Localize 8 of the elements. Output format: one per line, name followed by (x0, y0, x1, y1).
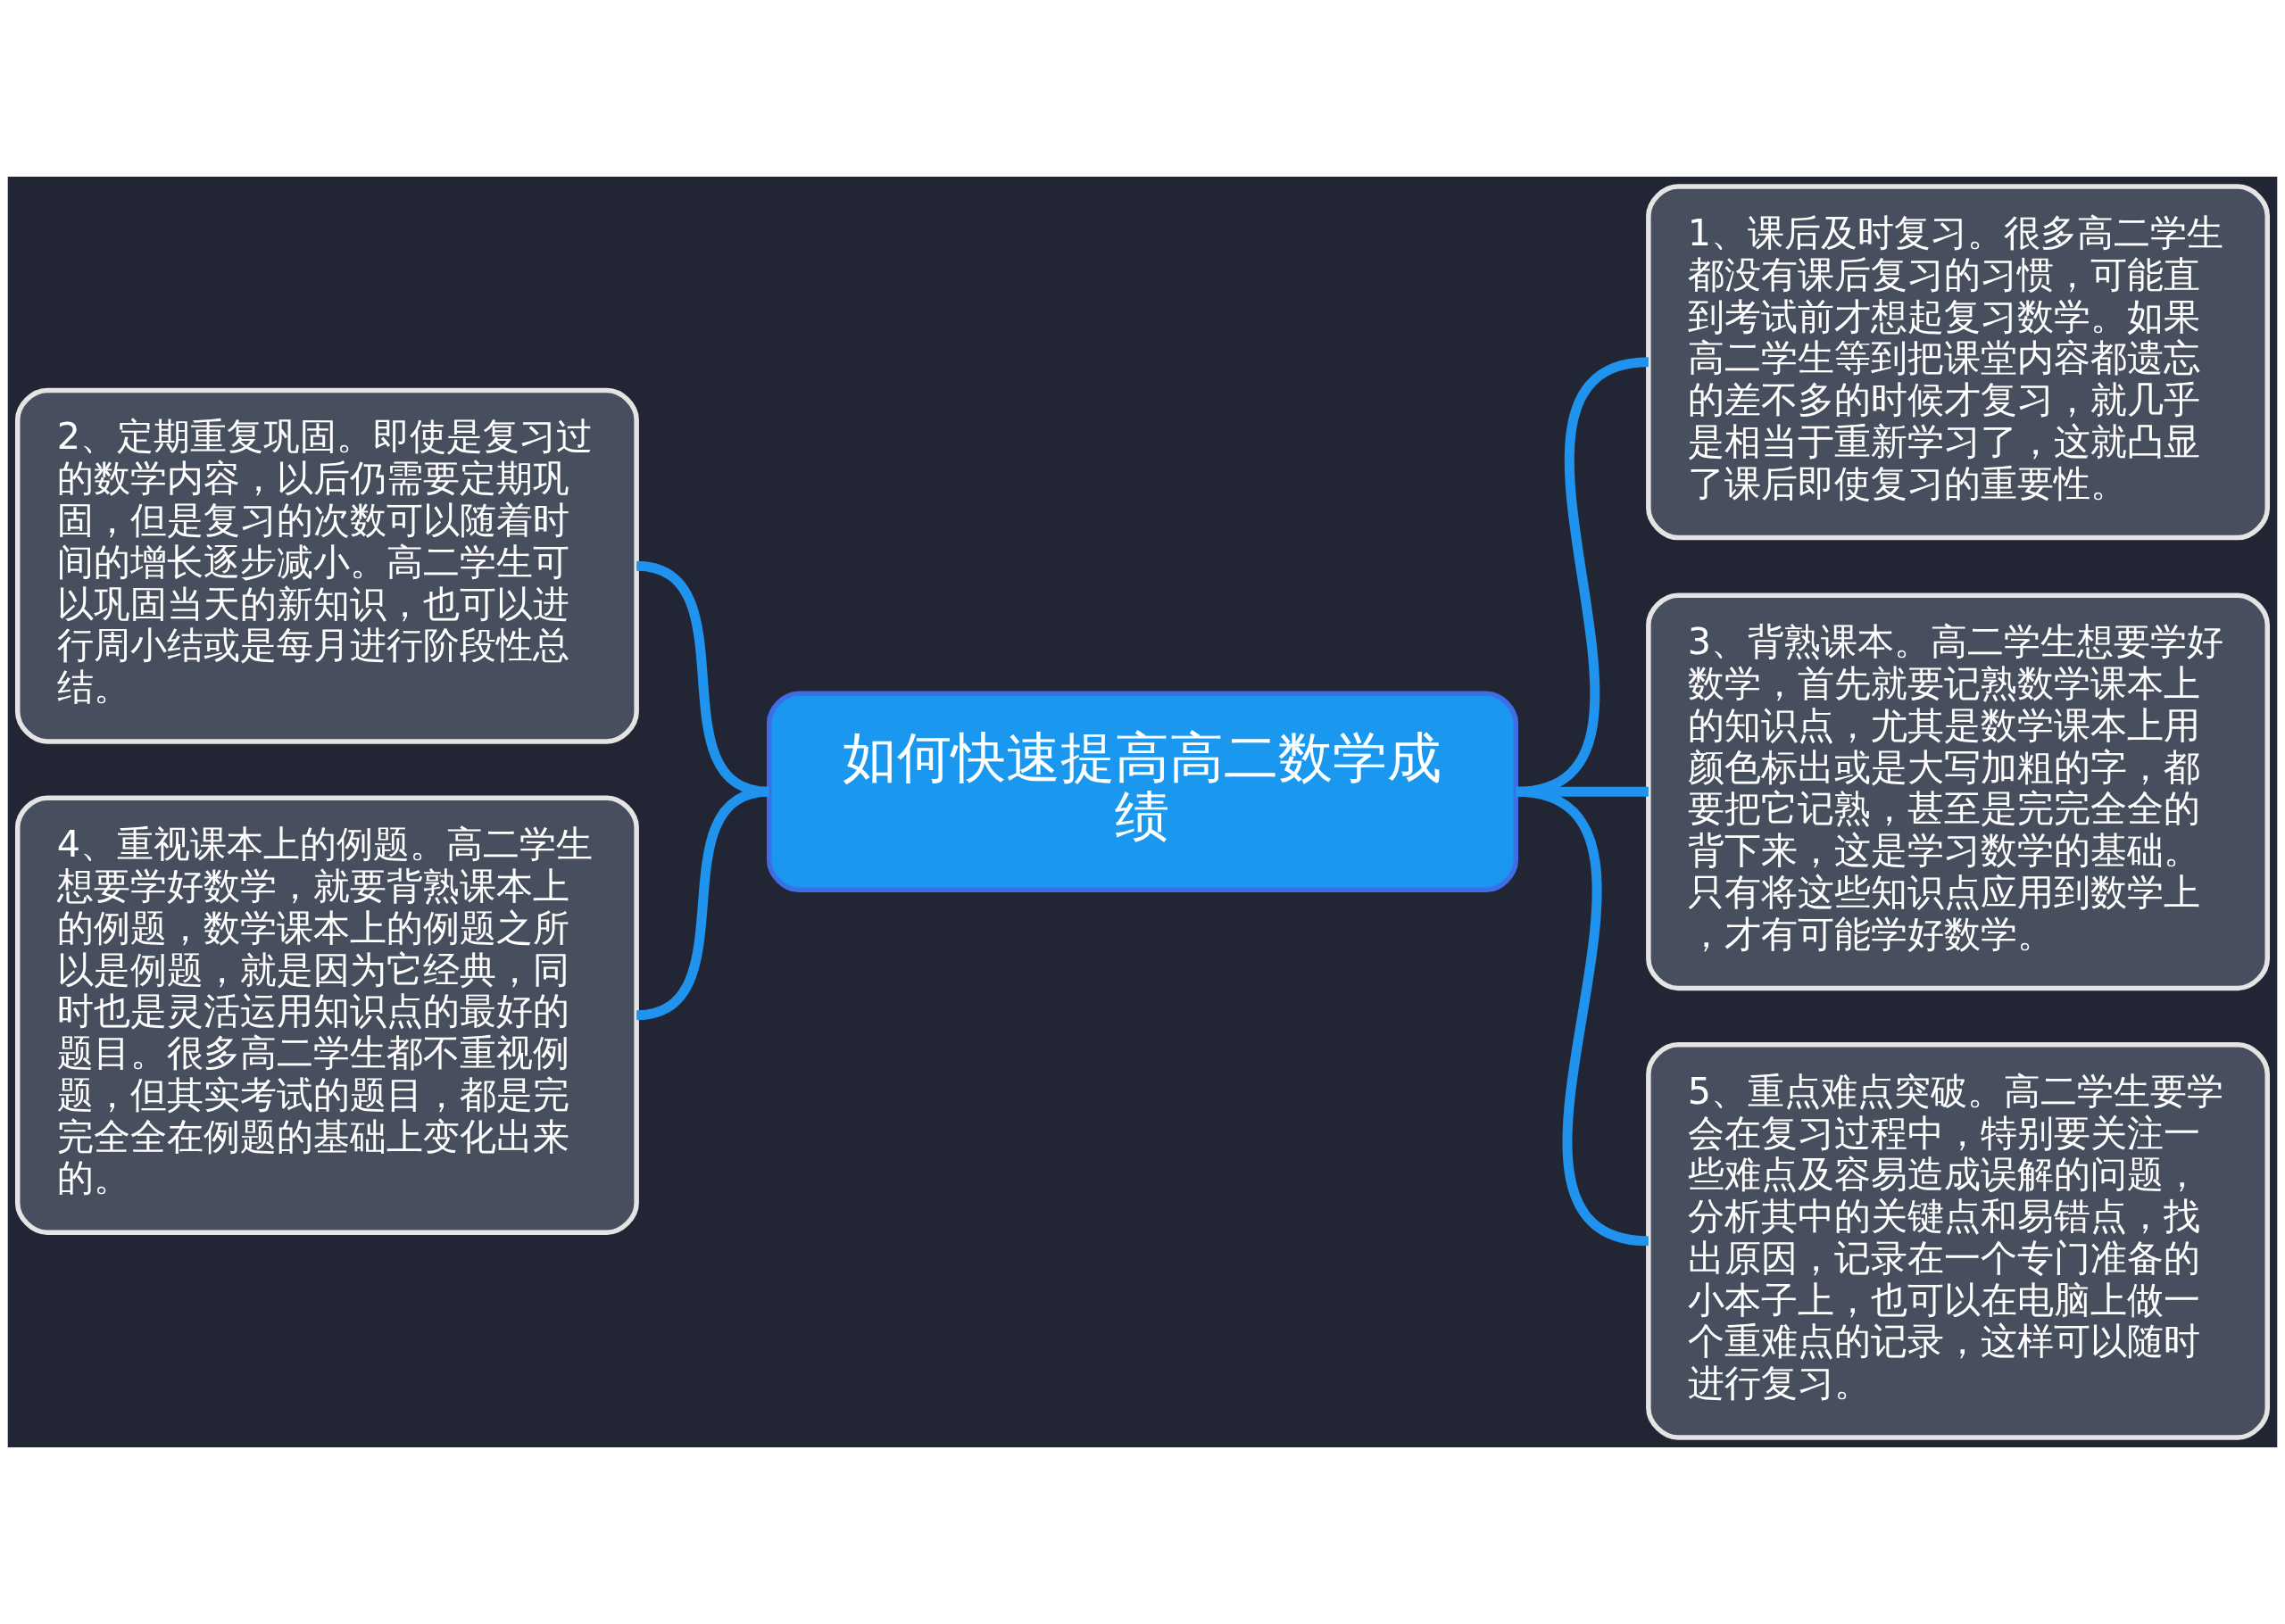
node-box: 1、课后及时复习。很多高二学生都没有课后复习的习惯，可能直到考试前才想起复习数学。如果高二学生等到把课堂内容都遗忘的差不多的时候才复习，就几乎是相当于重新学习了，这就凸显了课后即使复习的重要性。 (1646, 184, 2270, 541)
node-box: 2、定期重复巩固。即使是复习过的数学内容，以后仍需要定期巩固，但是复习的次数可以随着时间的增长逐步减小。高二学生可以巩固当天的新知识，也可以进行周小结或是每月进行阶段性总结。 (15, 387, 639, 744)
node-box: 3、背熟课本。高二学生想要学好数学，首先就要记熟数学课本上的知识点，尤其是数学课本上用颜色标出或是大写加粗的字，都要把它记熟，甚至是完完全全的背下来，这是学习数学的基础。只有将这些知识点应用到数学上，才有可能学好数学。 (1646, 592, 2270, 991)
node-box: 5、重点难点突破。高二学生要学会在复习过程中，特别要关注一些难点及容易造成误解的问题，分析其中的关键点和易错点，找出原因，记录在一个专门准备的小本子上，也可以在电脑上做一个重难点的记录，这样可以随时进行复习。 (1646, 1041, 2270, 1440)
node-box: 如何快速提高高二数学成绩 (767, 691, 1518, 893)
connector (1515, 786, 1649, 1247)
connector (636, 786, 770, 1021)
node-box: 4、重视课本上的例题。高二学生想要学好数学，就要背熟课本上的例题，数学课本上的例题之所以是例题，就是因为它经典，同时也是灵活运用知识点的最好的题目。很多高二学生都不重视例题，但其实考试的题目，都是完完全全在例题的基础上变化出来的。 (15, 795, 639, 1235)
